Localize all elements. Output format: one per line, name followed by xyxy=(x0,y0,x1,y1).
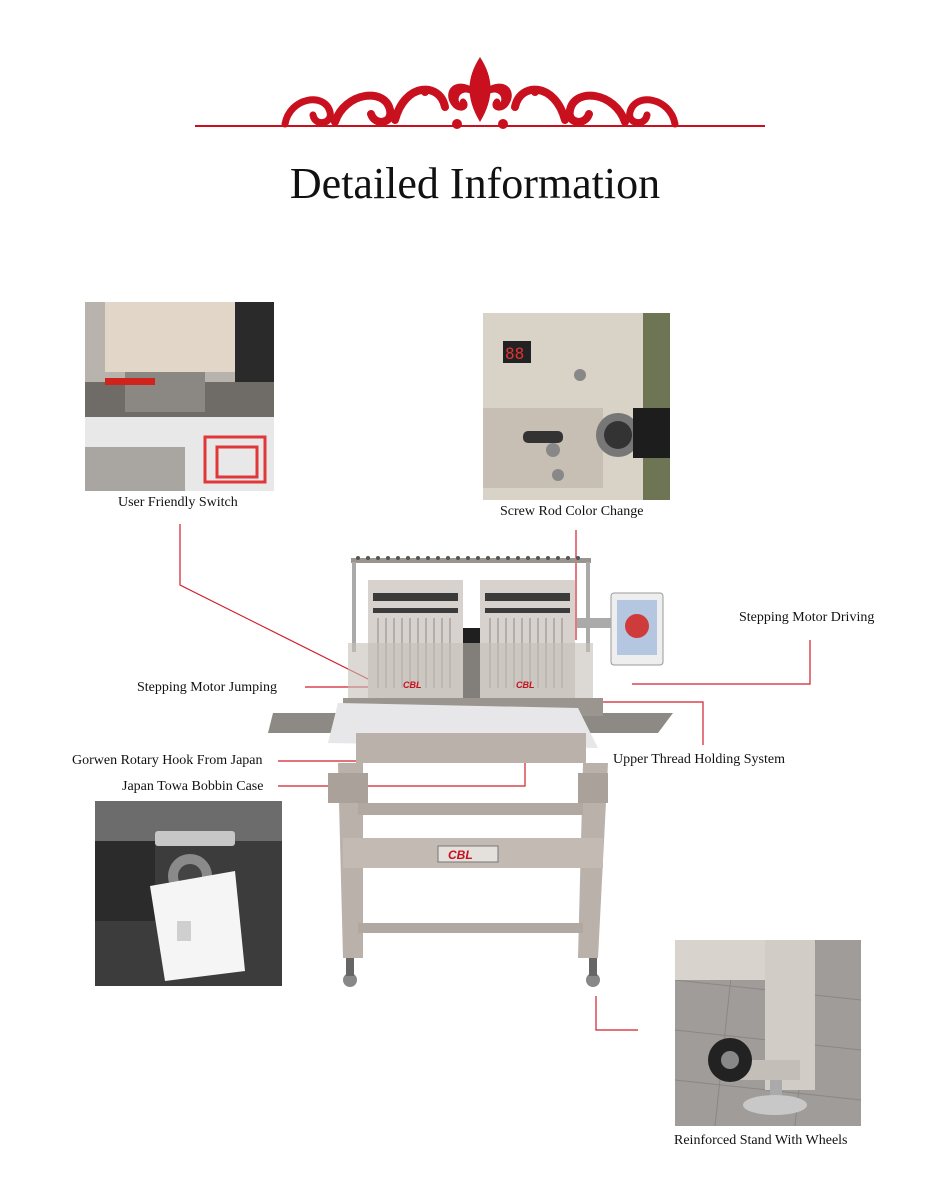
label-japan-towa-bobbin-case: Japan Towa Bobbin Case xyxy=(122,779,264,794)
photo-screw-rod-color-change: 88 xyxy=(483,313,670,500)
head-brand-badge-right: CBL xyxy=(516,680,535,690)
label-user-friendly-switch: User Friendly Switch xyxy=(118,495,238,510)
embroidery-machine-image: CBL CBL CBL xyxy=(268,548,678,998)
label-reinforced-stand: Reinforced Stand With Wheels xyxy=(674,1133,848,1148)
label-stepping-motor-driving: Stepping Motor Driving xyxy=(739,610,875,625)
photo-reinforced-stand xyxy=(675,940,861,1126)
label-gorwen-rotary-hook: Gorwen Rotary Hook From Japan xyxy=(72,753,263,768)
stand-brand-badge: CBL xyxy=(448,848,473,862)
photo-user-friendly-switch xyxy=(85,302,274,491)
label-stepping-motor-jumping: Stepping Motor Jumping xyxy=(137,680,278,695)
label-upper-thread-holding-system: Upper Thread Holding System xyxy=(613,752,785,767)
decorative-ornament xyxy=(195,52,765,137)
head-brand-badge-left: CBL xyxy=(403,680,422,690)
page-title: Detailed Information xyxy=(289,159,661,208)
label-screw-rod-color-change: Screw Rod Color Change xyxy=(500,504,644,519)
color-counter-readout: 88 xyxy=(505,344,524,363)
photo-bobbin-case xyxy=(95,801,282,986)
